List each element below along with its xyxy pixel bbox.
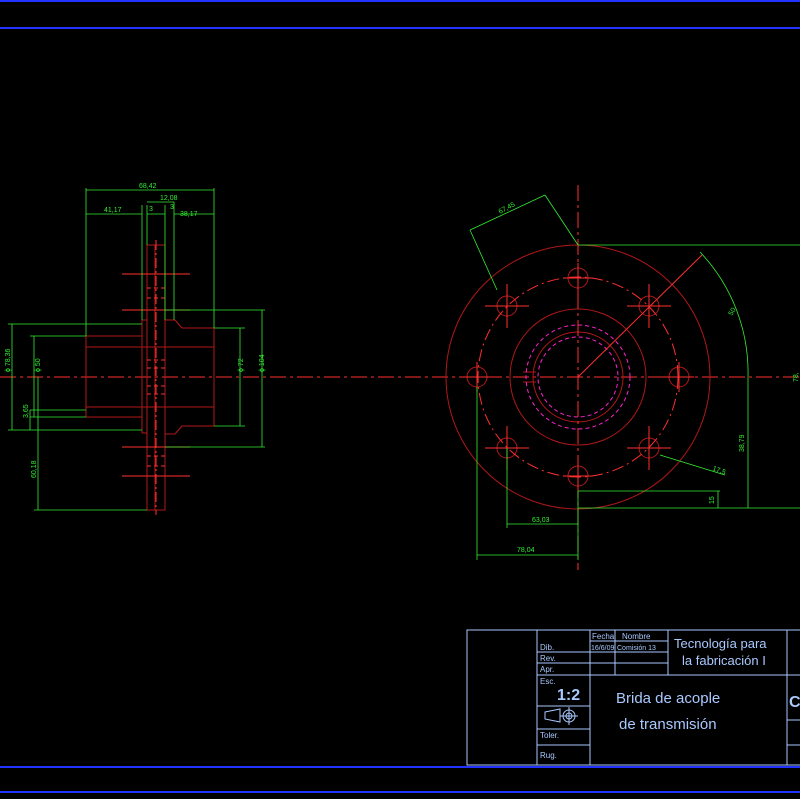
- tb-scale: 1:2: [557, 687, 580, 704]
- tb-edge-letter: C: [789, 694, 800, 711]
- dim-vertical-b: 15: [709, 496, 716, 504]
- dim-lower-height: 60,18: [31, 460, 38, 478]
- tb-row-dib: Dib.: [540, 643, 554, 652]
- dim-vertical-a: 38,79: [739, 434, 746, 452]
- tb-row-rev: Rev.: [540, 654, 556, 663]
- dim-dia-bore: ϕ 50: [35, 358, 42, 372]
- dim-chamfer: 3,65: [23, 404, 30, 418]
- tb-col-fecha: Fecha: [592, 632, 615, 641]
- side-view-dimension-text: 68,42 41,17 3 12,08 3 38,17 ϕ 78,36 ϕ 50…: [5, 183, 266, 478]
- tb-dib-nombre: Comisión 13: [617, 645, 656, 652]
- dim-right-length: 38,17: [180, 211, 198, 218]
- title-block: Fecha Nombre Dib. 16/6/09 Comisión 13 Re…: [466, 629, 800, 766]
- tb-col-nombre: Nombre: [622, 632, 651, 641]
- side-view: 68,42 41,17 3 12,08 3 38,17 ϕ 78,36 ϕ 50…: [5, 183, 266, 515]
- dim-horizontal-a: 63,03: [532, 517, 550, 524]
- tb-row-esc: Esc.: [540, 677, 556, 686]
- tb-row-toler: Toler.: [540, 731, 559, 740]
- tb-course-line1: Tecnología para: [674, 636, 767, 651]
- dim-step-a: 3: [170, 204, 174, 211]
- dim-radial-c: 17,5: [711, 465, 726, 476]
- side-view-dimensions: [8, 188, 265, 511]
- dim-dia-large: ϕ 78,36: [5, 349, 12, 372]
- tb-row-apr: Apr.: [540, 665, 554, 674]
- dim-radial-b: 50: [728, 307, 738, 317]
- dim-dia-flange: ϕ 104: [259, 354, 266, 372]
- front-view: 67,45 50 17,5 38,79 15 63,03 78,04 78,: [445, 185, 800, 570]
- side-view-outline: [85, 244, 215, 511]
- tb-title-line2: de transmisión: [619, 716, 717, 733]
- dim-overall-width: 68,42: [139, 183, 157, 190]
- dim-flange-thick: 3: [149, 206, 153, 213]
- dim-hub-step: 12,08: [160, 195, 178, 202]
- tb-title-line1: Brida de acople: [616, 690, 720, 707]
- front-view-dimensions: [469, 194, 800, 560]
- dim-dia-hub: ϕ 72: [238, 358, 245, 372]
- tb-row-rug: Rug.: [540, 751, 557, 760]
- front-view-hidden: [525, 324, 631, 430]
- tb-dib-fecha: 16/6/09: [591, 645, 614, 652]
- dim-edge-label: 78,: [793, 372, 800, 382]
- tb-course-line2: la fabricación I: [682, 653, 766, 668]
- dim-horizontal-b: 78,04: [517, 547, 535, 554]
- dim-left-length: 41,17: [104, 207, 122, 214]
- projection-symbol-icon: [544, 707, 578, 725]
